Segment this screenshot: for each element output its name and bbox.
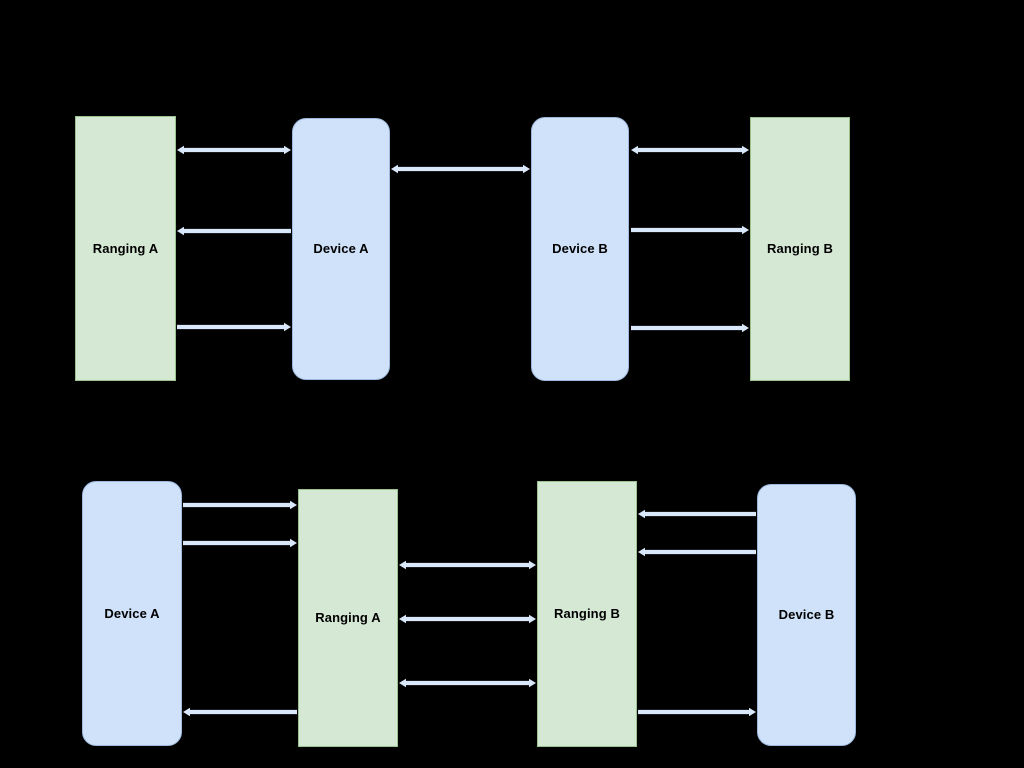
arrow-bot-ranging-a-to-bot-ranging-b: [399, 677, 536, 689]
node-label: Ranging B: [767, 241, 833, 257]
arrow-top-device-b-to-top-ranging-b: [631, 224, 749, 236]
arrow-top-ranging-a-to-top-device-a: [177, 321, 291, 333]
node-bot-device-b[interactable]: Device B: [757, 484, 856, 746]
arrow-bot-ranging-a-to-bot-device-a: [183, 706, 297, 718]
node-label: Device B: [552, 241, 608, 257]
arrow-top-ranging-a-to-top-device-a: [177, 144, 291, 156]
arrow-bot-device-b-to-bot-ranging-b: [638, 508, 756, 520]
node-top-device-b[interactable]: Device B: [531, 117, 629, 381]
arrow-bot-device-b-to-bot-ranging-b: [638, 546, 756, 558]
arrow-top-device-b-to-top-ranging-b: [631, 322, 749, 334]
arrow-bot-ranging-a-to-bot-ranging-b: [399, 613, 536, 625]
node-top-ranging-b[interactable]: Ranging B: [750, 117, 850, 381]
node-bot-ranging-a[interactable]: Ranging A: [298, 489, 398, 747]
node-label: Ranging A: [315, 610, 381, 626]
node-top-device-a[interactable]: Device A: [292, 118, 390, 380]
arrow-bot-device-a-to-bot-ranging-a: [183, 499, 297, 511]
node-label: Device A: [104, 605, 160, 621]
node-top-ranging-a[interactable]: Ranging A: [75, 116, 176, 381]
arrow-top-device-a-to-top-ranging-a: [177, 225, 291, 237]
node-label: Ranging B: [554, 606, 620, 622]
node-bot-ranging-b[interactable]: Ranging B: [537, 481, 637, 747]
arrow-bot-device-a-to-bot-ranging-a: [183, 537, 297, 549]
arrow-bot-ranging-b-to-bot-device-b: [638, 706, 756, 718]
node-label: Device B: [778, 607, 835, 623]
node-label: Device A: [313, 241, 369, 257]
arrow-top-device-a-to-top-device-b: [391, 163, 530, 175]
arrow-bot-ranging-a-to-bot-ranging-b: [399, 559, 536, 571]
node-label: Ranging A: [92, 240, 159, 256]
node-bot-device-a[interactable]: Device A: [82, 481, 182, 746]
arrow-top-device-b-to-top-ranging-b: [631, 144, 749, 156]
